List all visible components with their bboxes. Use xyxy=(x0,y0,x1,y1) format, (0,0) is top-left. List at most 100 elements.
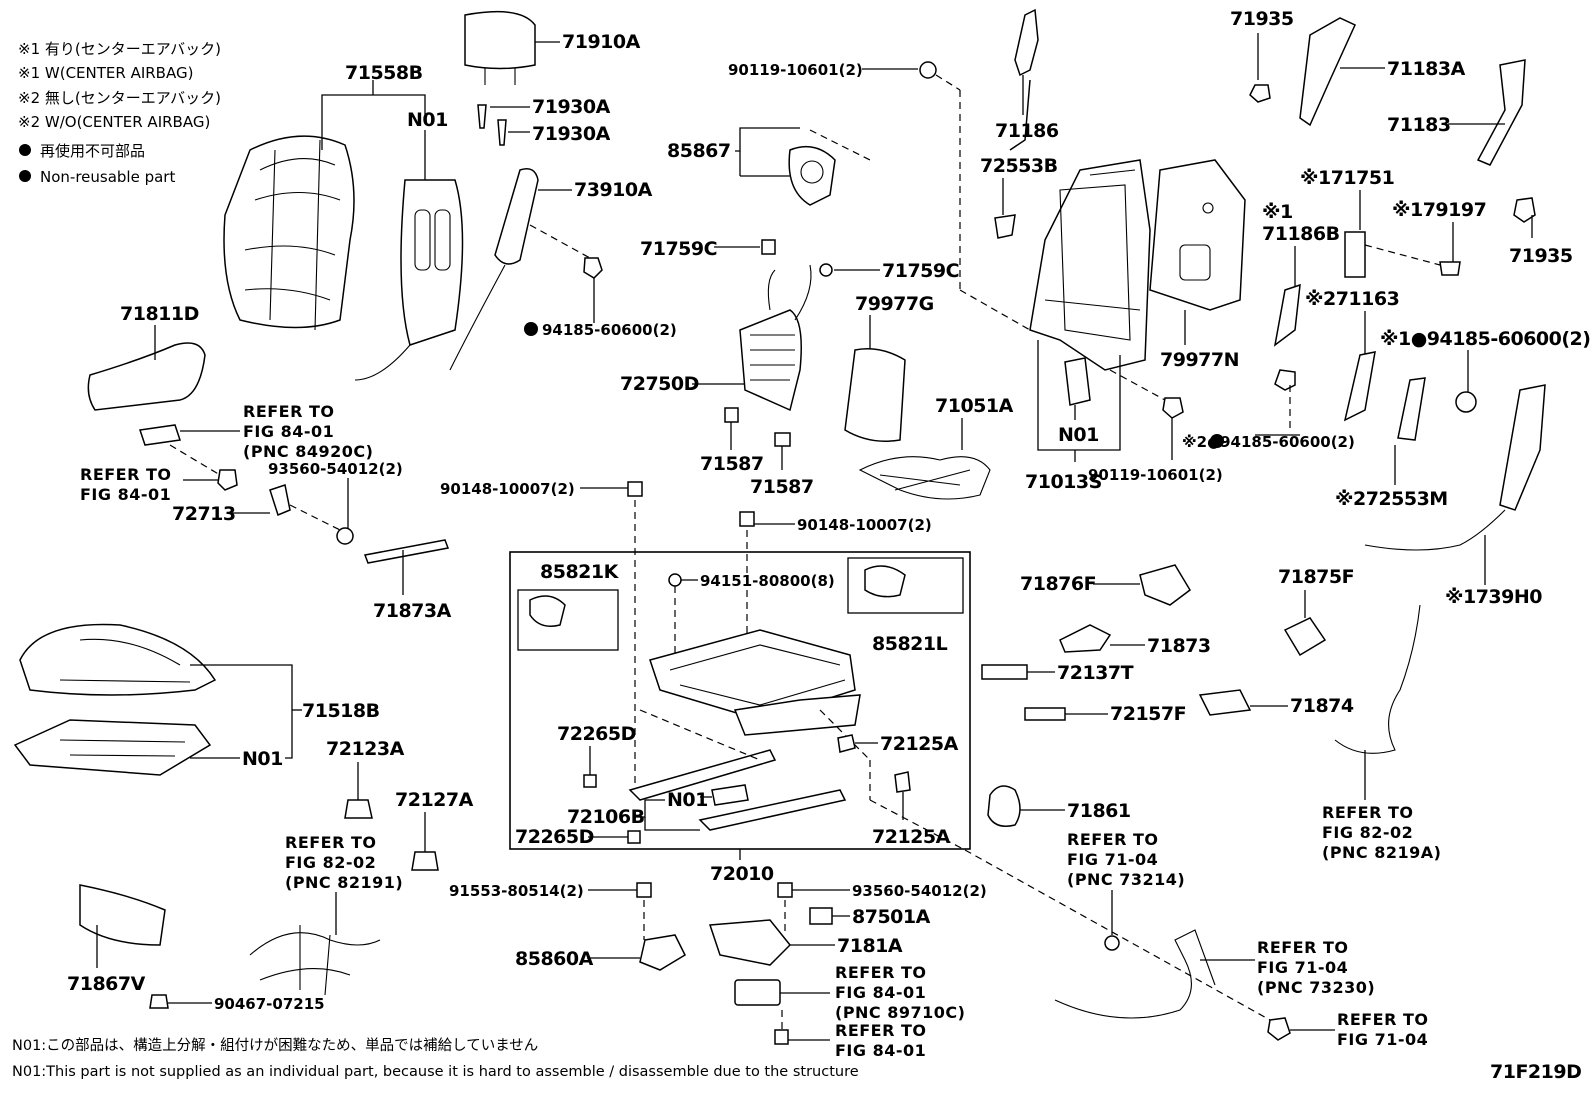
label-71183A: 71183A xyxy=(1387,58,1466,80)
legend-line-3: ※2 無し(センターエアバック) xyxy=(18,89,221,107)
label-71875F: 71875F xyxy=(1278,566,1354,588)
svg-text:FIG 84-01: FIG 84-01 xyxy=(835,1041,926,1060)
svg-text:FIG 84-01: FIG 84-01 xyxy=(835,983,926,1002)
label-71751: ※171751 xyxy=(1300,167,1394,189)
svg-text:(PNC 73230): (PNC 73230) xyxy=(1257,978,1375,997)
label-72157F: 72157F xyxy=(1110,703,1186,725)
label-72553B: 72553B xyxy=(980,155,1058,177)
label-85867: 85867 xyxy=(667,140,731,162)
label-739H0: ※1739H0 xyxy=(1445,586,1542,608)
guide-71183-drawing xyxy=(1476,59,1526,166)
cushion-pad-drawing xyxy=(13,719,212,776)
label-71935-top: 71935 xyxy=(1230,8,1294,30)
lower-trim-drawing xyxy=(79,884,166,946)
non-reusable-dot-icon xyxy=(524,322,538,336)
label-90119-10601-top: 90119-10601(2) xyxy=(728,61,863,79)
bracket-7181A-drawing xyxy=(708,919,792,966)
seat-adjuster-frame-drawing xyxy=(649,629,856,721)
seatbelt-buckle-drawing xyxy=(1054,929,1216,1019)
label-72125A-2: 72125A xyxy=(872,826,951,848)
svg-text:(PNC 84920C): (PNC 84920C) xyxy=(243,442,373,461)
svg-text:REFER TO: REFER TO xyxy=(80,465,172,484)
refer-fig-82-02-pnc-82191[interactable]: REFER TO FIG 82-02 (PNC 82191) xyxy=(285,833,403,892)
side-airbag-drawing xyxy=(494,168,539,265)
label-72123A: 72123A xyxy=(326,738,405,760)
label-73910A: 73910A xyxy=(574,179,653,201)
label-94185-60600-3: ※1●94185-60600(2) xyxy=(1380,328,1590,350)
motor-85821K-drawing xyxy=(529,595,566,627)
svg-text:FIG 84-01: FIG 84-01 xyxy=(80,485,171,504)
label-71186: 71186 xyxy=(995,120,1059,142)
lumbar-wire-drawing xyxy=(858,456,991,500)
label-90148-10007-2: 90148-10007(2) xyxy=(797,516,932,534)
label-71163: ※271163 xyxy=(1305,288,1399,310)
bracket-71163-drawing xyxy=(1343,351,1376,422)
legend-line-1: ※1 有り(センターエアバック) xyxy=(18,40,221,58)
label-71051A: 71051A xyxy=(935,395,1014,417)
svg-text:REFER TO: REFER TO xyxy=(1337,1010,1429,1029)
refer-fig-71-04-c[interactable]: REFER TO FIG 71-04 xyxy=(1337,1010,1429,1049)
refer-fig-82-02-pnc-8219A[interactable]: REFER TO FIG 82-02 (PNC 8219A) xyxy=(1322,803,1441,862)
svg-text:REFER TO: REFER TO xyxy=(1257,938,1349,957)
label-71811D: 71811D xyxy=(120,303,199,325)
svg-text:FIG 82-02: FIG 82-02 xyxy=(285,853,376,872)
label-72750D: 72750D xyxy=(620,373,699,395)
label-94185-60600-2: ※2●94185-60600(2) xyxy=(1182,433,1355,451)
bracket-85860A-drawing xyxy=(639,934,686,971)
label-71930A-1: 71930A xyxy=(532,96,611,118)
legend-line-2: ※1 W(CENTER AIRBAG) xyxy=(18,64,193,82)
seatback-frame-drawing xyxy=(1029,159,1151,371)
svg-text:REFER TO: REFER TO xyxy=(1322,803,1414,822)
side-shield-drawing xyxy=(87,342,206,411)
label-72265D-2: 72265D xyxy=(515,826,594,848)
label-72713: 72713 xyxy=(172,503,236,525)
refer-fig-71-04-pnc-73230[interactable]: REFER TO FIG 71-04 (PNC 73230) xyxy=(1257,938,1375,997)
svg-text:FIG 71-04: FIG 71-04 xyxy=(1257,958,1348,977)
back-board-drawing xyxy=(1149,159,1246,311)
label-71587-2: 71587 xyxy=(750,476,814,498)
label-71874: 71874 xyxy=(1290,695,1354,717)
label-71759C-1: 71759C xyxy=(640,238,717,260)
pad-79977G-drawing xyxy=(844,348,906,442)
refer-fig-84-01-pnc-84920C[interactable]: REFER TO FIG 84-01 (PNC 84920C) xyxy=(243,402,373,461)
label-71873: 71873 xyxy=(1147,635,1211,657)
label-87501A: 87501A xyxy=(852,906,931,928)
label-71013S: 71013S xyxy=(1025,471,1102,493)
label-N01-track: N01 xyxy=(667,789,708,811)
refer-fig-84-01-d[interactable]: REFER TO FIG 84-01 xyxy=(835,1021,927,1060)
cover-71861-drawing xyxy=(987,785,1021,827)
lumbar-support-drawing xyxy=(739,309,802,412)
label-72553M: ※272553M xyxy=(1335,488,1448,510)
label-71518B: 71518B xyxy=(302,700,380,722)
label-72106B: 72106B xyxy=(567,806,645,828)
label-93560-54012-bottom: 93560-54012(2) xyxy=(852,882,987,900)
label-71183: 71183 xyxy=(1387,114,1451,136)
label-72125A-1: 72125A xyxy=(880,733,959,755)
svg-text:REFER TO: REFER TO xyxy=(285,833,377,852)
seatback-cover-drawing xyxy=(223,135,464,381)
label-91553-80514: 91553-80514(2) xyxy=(449,882,584,900)
label-72010: 72010 xyxy=(710,863,774,885)
refer-fig-84-01-pnc-89710C[interactable]: REFER TO FIG 84-01 (PNC 89710C) xyxy=(835,963,965,1022)
label-72137T: 72137T xyxy=(1057,662,1134,684)
label-71930A-2: 71930A xyxy=(532,123,611,145)
refer-fig-71-04-pnc-73214[interactable]: REFER TO FIG 71-04 (PNC 73214) xyxy=(1067,830,1185,889)
trim-strip-drawing xyxy=(363,539,450,564)
wire-harness-drawing xyxy=(249,925,381,996)
svg-text:FIG 71-04: FIG 71-04 xyxy=(1337,1030,1428,1049)
refer-fig-84-01-a[interactable]: REFER TO FIG 84-01 xyxy=(80,465,172,504)
label-N01-frame: N01 xyxy=(1058,424,1099,446)
label-94185-60600-1: 94185-60600(2) xyxy=(542,321,677,339)
label-71759C-2: 71759C xyxy=(882,260,959,282)
svg-text:REFER TO: REFER TO xyxy=(835,963,927,982)
center-airbag-drawing xyxy=(1499,384,1546,511)
label-71861: 71861 xyxy=(1067,800,1131,822)
svg-text:(PNC 8219A): (PNC 8219A) xyxy=(1322,843,1441,862)
svg-text:REFER TO: REFER TO xyxy=(243,402,335,421)
label-72127A: 72127A xyxy=(395,789,474,811)
footnote-en: N01:This part is not supplied as an indi… xyxy=(12,1064,859,1080)
label-72265D-1: 72265D xyxy=(557,723,636,745)
label-85860A: 85860A xyxy=(515,948,594,970)
non-reusable-dot-icon xyxy=(19,170,31,182)
svg-text:FIG 84-01: FIG 84-01 xyxy=(243,422,334,441)
